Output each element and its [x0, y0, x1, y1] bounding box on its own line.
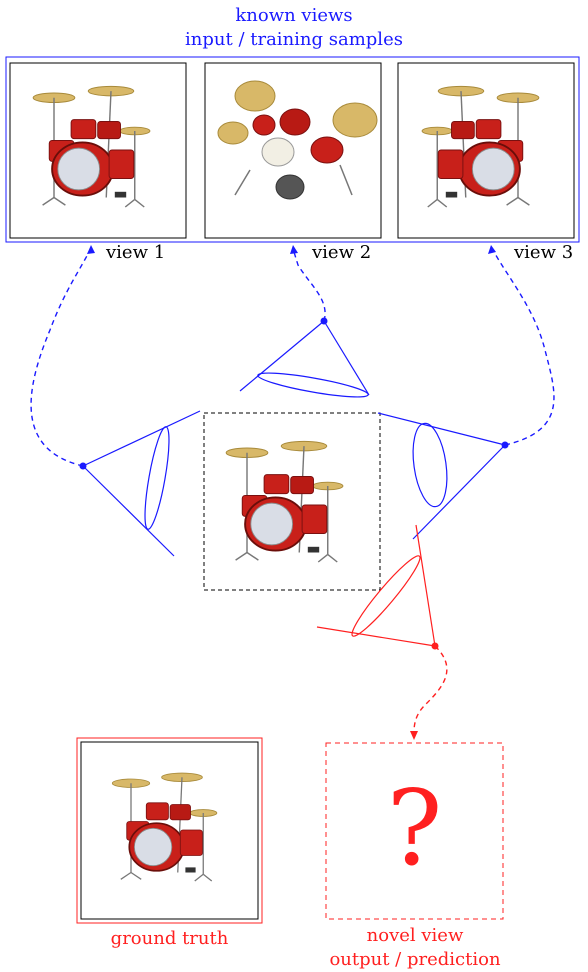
view-1-label: view 1: [106, 242, 166, 263]
view-2-drumkit-image: [217, 80, 378, 200]
view-2-frame: [204, 62, 382, 239]
camera-2-frustum-icon: [239, 320, 370, 398]
question-mark-icon: ?: [386, 767, 443, 889]
novel-view-sublabel: output / prediction: [329, 949, 501, 970]
known-views-subtitle: input / training samples: [185, 29, 403, 50]
view-3-arrow: [493, 251, 555, 446]
novel-view-label: novel view: [366, 925, 464, 946]
camera-1-frustum-icon: [82, 410, 201, 557]
view-2-label: view 2: [312, 242, 372, 263]
known-views-frame: [5, 56, 580, 243]
view-1-arrow: [30, 249, 91, 467]
ground-truth-label: ground truth: [110, 928, 229, 949]
view-2-arrow: [293, 251, 326, 322]
novel-view-frame: [325, 742, 504, 920]
novel-camera-frustum-icon: [316, 524, 436, 647]
ground-truth-outer-frame: [76, 737, 263, 924]
novel-view-arrow: [413, 645, 448, 734]
known-views-title: known views: [235, 5, 353, 26]
view-3-label: view 3: [514, 242, 574, 263]
camera-3-frustum-icon: [377, 412, 506, 540]
